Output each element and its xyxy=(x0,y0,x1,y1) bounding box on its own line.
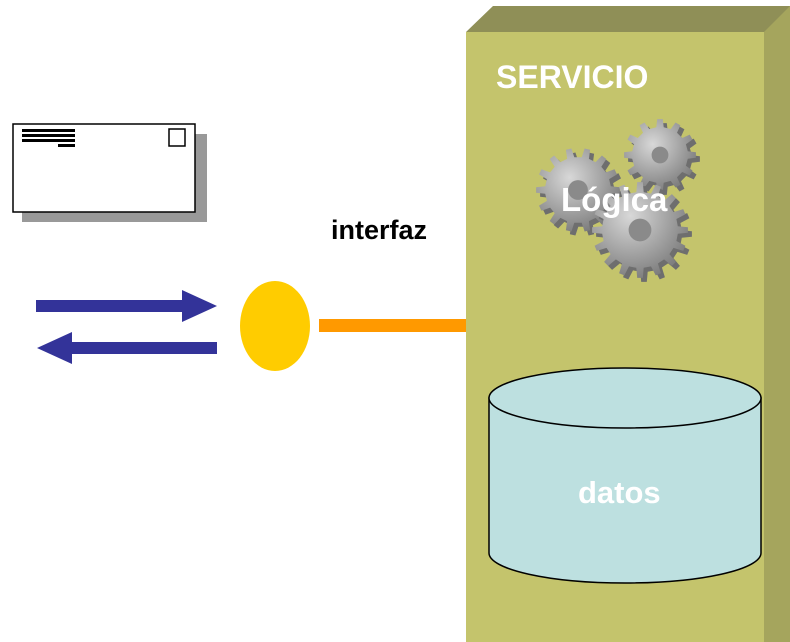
cylinder-body xyxy=(488,397,762,584)
cylinder-top xyxy=(488,367,762,429)
service-title: SERVICIO xyxy=(496,59,648,95)
stamp-box xyxy=(168,128,186,147)
gears-icon xyxy=(536,119,700,282)
gear-hub xyxy=(568,180,588,200)
interface-connector xyxy=(319,319,466,332)
address-line xyxy=(58,144,75,147)
envelope-icon xyxy=(12,123,207,222)
envelope-body xyxy=(12,123,196,213)
data-label: datos xyxy=(578,475,661,510)
gear-hub xyxy=(628,218,652,242)
gear-hub xyxy=(651,146,669,164)
database-cylinder-icon xyxy=(488,367,762,584)
logic-label: Lógica xyxy=(561,181,668,218)
interface-label: interfaz xyxy=(331,215,427,245)
address-line xyxy=(22,129,75,132)
arrow-right-shaft xyxy=(36,300,190,312)
service-box-side xyxy=(764,6,790,642)
arrow-right-head xyxy=(182,290,217,322)
arrow-left-shaft xyxy=(68,342,217,354)
address-line xyxy=(22,139,75,142)
arrow-left-icon xyxy=(37,332,217,364)
arrow-left-head xyxy=(37,332,72,364)
interface-dot xyxy=(240,281,310,371)
address-line xyxy=(22,134,75,137)
arrow-right-icon xyxy=(36,290,217,322)
